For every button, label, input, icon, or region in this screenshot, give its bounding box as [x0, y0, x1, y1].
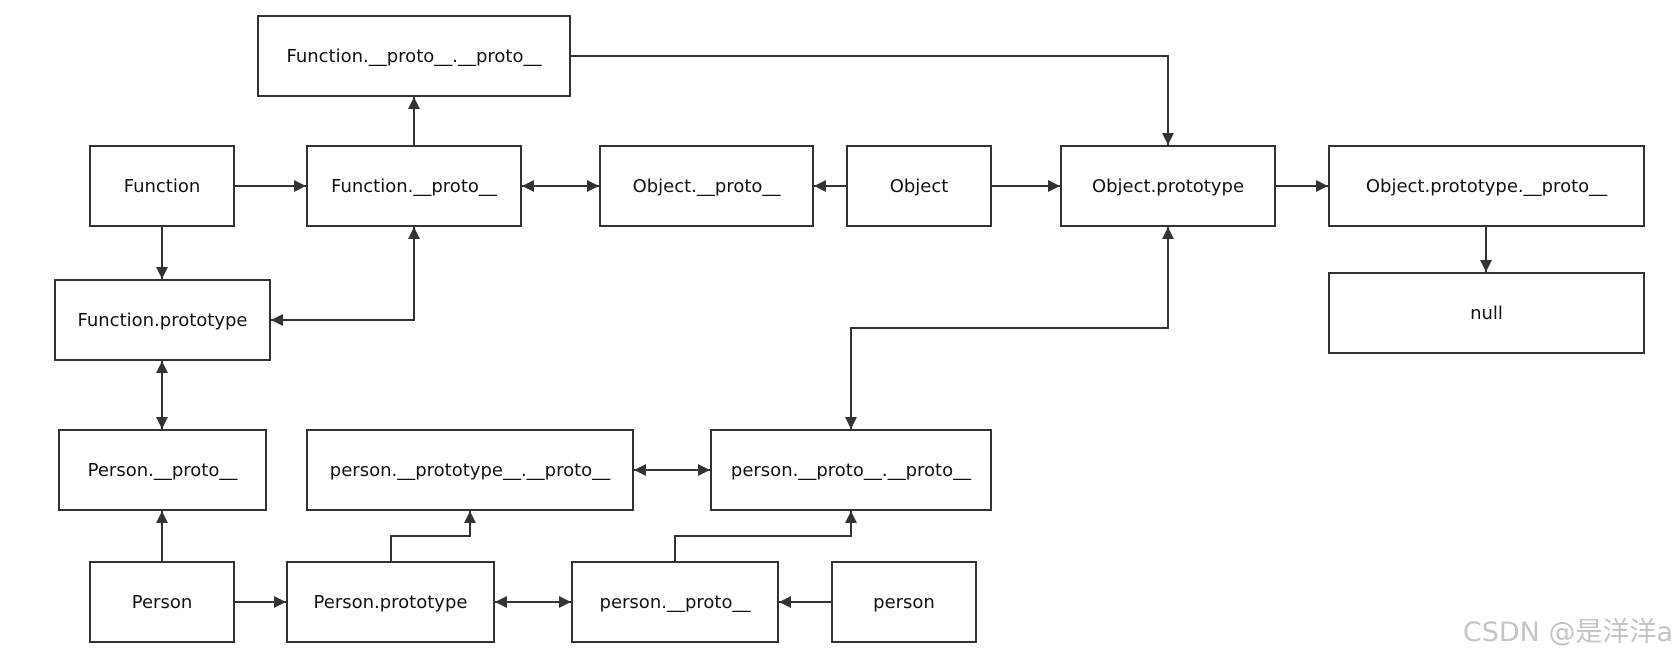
- node-null: null: [1328, 272, 1645, 354]
- node-Person-prototype: Person.prototype: [286, 561, 495, 643]
- edge-Person_prototype-to-person_prototype_proto: [390, 511, 476, 561]
- node-function: Function: [89, 145, 235, 227]
- node-Person-proto: Person.__proto__: [58, 429, 267, 511]
- node-object: Object: [846, 145, 992, 227]
- node-object-proto: Object.__proto__: [599, 145, 814, 227]
- node-function-proto: Function.__proto__: [306, 145, 522, 227]
- node-object-prototype: Object.prototype: [1060, 145, 1276, 227]
- node-person-prototype-proto: person.__prototype__.__proto__: [306, 429, 634, 511]
- node-person: person: [831, 561, 977, 643]
- node-person-proto-proto: person.__proto__.__proto__: [710, 429, 992, 511]
- node-Person: Person: [89, 561, 235, 643]
- edge-fn_prototype-to-fn_proto: [271, 227, 420, 326]
- edge-person_proto_proto-to-obj_prototype: [845, 227, 1174, 429]
- node-function-proto-proto: Function.__proto__.__proto__: [257, 15, 571, 97]
- node-person-proto: person.__proto__: [571, 561, 779, 643]
- node-object-prototype-proto: Object.prototype.__proto__: [1328, 145, 1645, 227]
- node-function-prototype: Function.prototype: [54, 279, 271, 361]
- edge-fn_proto_proto-to-obj_prototype: [571, 55, 1174, 145]
- edge-person_proto-to-person_proto_proto: [674, 511, 857, 561]
- watermark: CSDN @是洋洋a: [1462, 617, 1673, 648]
